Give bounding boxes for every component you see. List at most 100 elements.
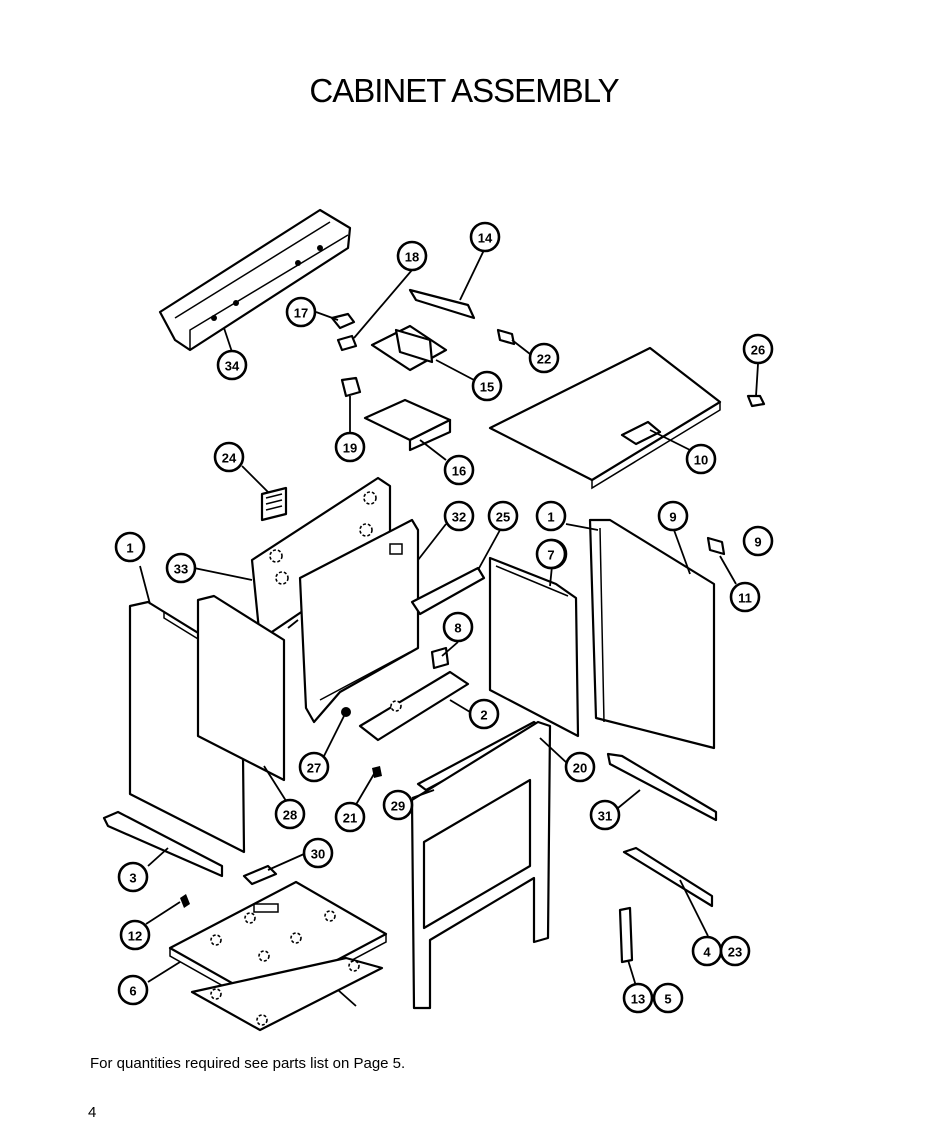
callout-label: 33 (174, 562, 188, 577)
callout-label: 8 (454, 621, 461, 636)
callout-34: 34 (216, 349, 248, 381)
callout-27: 27 (298, 751, 330, 783)
part-8-clip (430, 646, 450, 670)
callout-17: 17 (285, 296, 317, 328)
callout-26: 26 (742, 333, 774, 365)
callout-label: 22 (537, 352, 551, 367)
callout-25: 25 (487, 500, 519, 532)
callout-group: 1418173422152619161024322517991113382272… (114, 221, 774, 1014)
part-14-bar (408, 288, 476, 320)
callout-4: 4 (691, 935, 723, 967)
part-24-label (260, 486, 288, 522)
callout-33: 33 (165, 552, 197, 584)
page-number: 4 (88, 1104, 97, 1121)
callout-label: 25 (496, 510, 510, 525)
callout-8: 8 (442, 611, 474, 643)
callout-label: 19 (343, 441, 357, 456)
part-28-clip (372, 766, 382, 778)
callout-label: 9 (669, 510, 676, 525)
callout-16: 16 (443, 454, 475, 486)
part-17-clip (330, 312, 356, 330)
callout-5: 5 (652, 982, 684, 1014)
callout-29: 29 (382, 789, 414, 821)
part-18-bracket (336, 334, 358, 352)
callout-label: 1 (126, 541, 133, 556)
callout-label: 11 (738, 591, 752, 606)
part-26-screw (746, 394, 766, 408)
callout-label: 30 (311, 847, 325, 862)
callout-label: 10 (694, 453, 708, 468)
callout-label: 26 (751, 343, 765, 358)
callout-15: 15 (471, 370, 503, 402)
callout-label: 7 (547, 548, 554, 563)
callout-label: 18 (405, 250, 419, 265)
callout-9: 9 (742, 525, 774, 557)
callout-label: 4 (703, 945, 711, 960)
callout-label: 31 (598, 809, 612, 824)
callout-label: 13 (631, 992, 645, 1007)
part-34-rail (158, 208, 352, 352)
page-title: CABINET ASSEMBLY (309, 72, 619, 109)
part-25-channel (410, 566, 486, 616)
callout-21: 21 (334, 801, 366, 833)
part-2-brace (358, 670, 470, 742)
callout-label: 27 (307, 761, 321, 776)
part-23-leg (180, 894, 190, 908)
part-27-grommet (341, 707, 351, 717)
callout-13: 13 (622, 982, 654, 1014)
callout-11: 11 (729, 581, 761, 613)
callout-1: 1 (114, 531, 146, 563)
callout-1: 1 (535, 500, 567, 532)
callout-label: 29 (391, 799, 405, 814)
callout-22: 22 (528, 342, 560, 374)
callout-6: 6 (117, 974, 149, 1006)
part-29-rail (606, 752, 718, 822)
part-1-right-side (588, 518, 716, 750)
callout-3: 3 (117, 861, 149, 893)
callout-31: 31 (589, 799, 621, 831)
part-22-clip (496, 328, 516, 346)
callout-label: 20 (573, 761, 587, 776)
callout-label: 5 (664, 992, 671, 1007)
leader-lines (139, 247, 759, 1007)
part-16-bracket (363, 398, 452, 452)
part-12-13-hinge (618, 906, 634, 964)
callout-7: 7 (535, 538, 567, 570)
callout-10: 10 (685, 443, 717, 475)
callout-2: 2 (468, 698, 500, 730)
part-33-back-panel (250, 476, 392, 642)
part-31-clip (242, 864, 278, 886)
callout-24: 24 (213, 441, 245, 473)
callout-label: 14 (478, 231, 493, 246)
callout-label: 3 (129, 871, 136, 886)
callout-label: 17 (294, 306, 308, 321)
callout-label: 1 (547, 510, 554, 525)
part-6-lower-pan (190, 956, 384, 1032)
part-7-right-liner (488, 556, 580, 738)
callout-19: 19 (334, 431, 366, 463)
part-10-top-panel (488, 346, 722, 490)
callout-label: 32 (452, 510, 466, 525)
callout-label: 28 (283, 808, 297, 823)
callout-12: 12 (119, 919, 151, 951)
callout-label: 34 (225, 359, 240, 374)
part-19-clip (340, 376, 362, 398)
callout-32: 32 (443, 500, 475, 532)
callout-9: 9 (657, 500, 689, 532)
callout-label: 15 (480, 380, 494, 395)
callout-28: 28 (274, 798, 306, 830)
callout-14: 14 (469, 221, 501, 253)
callout-23: 23 (719, 935, 751, 967)
callout-30: 30 (302, 837, 334, 869)
part-11-clip (706, 536, 726, 556)
part-15-switch (370, 324, 448, 372)
callout-label: 23 (728, 945, 742, 960)
callout-label: 12 (128, 929, 142, 944)
part-7-left-liner (196, 594, 286, 782)
part-21-front-frame (410, 720, 552, 1010)
callout-label: 21 (343, 811, 357, 826)
part-32-inner-back (298, 518, 420, 724)
callout-label: 24 (222, 451, 237, 466)
callout-18: 18 (396, 240, 428, 272)
